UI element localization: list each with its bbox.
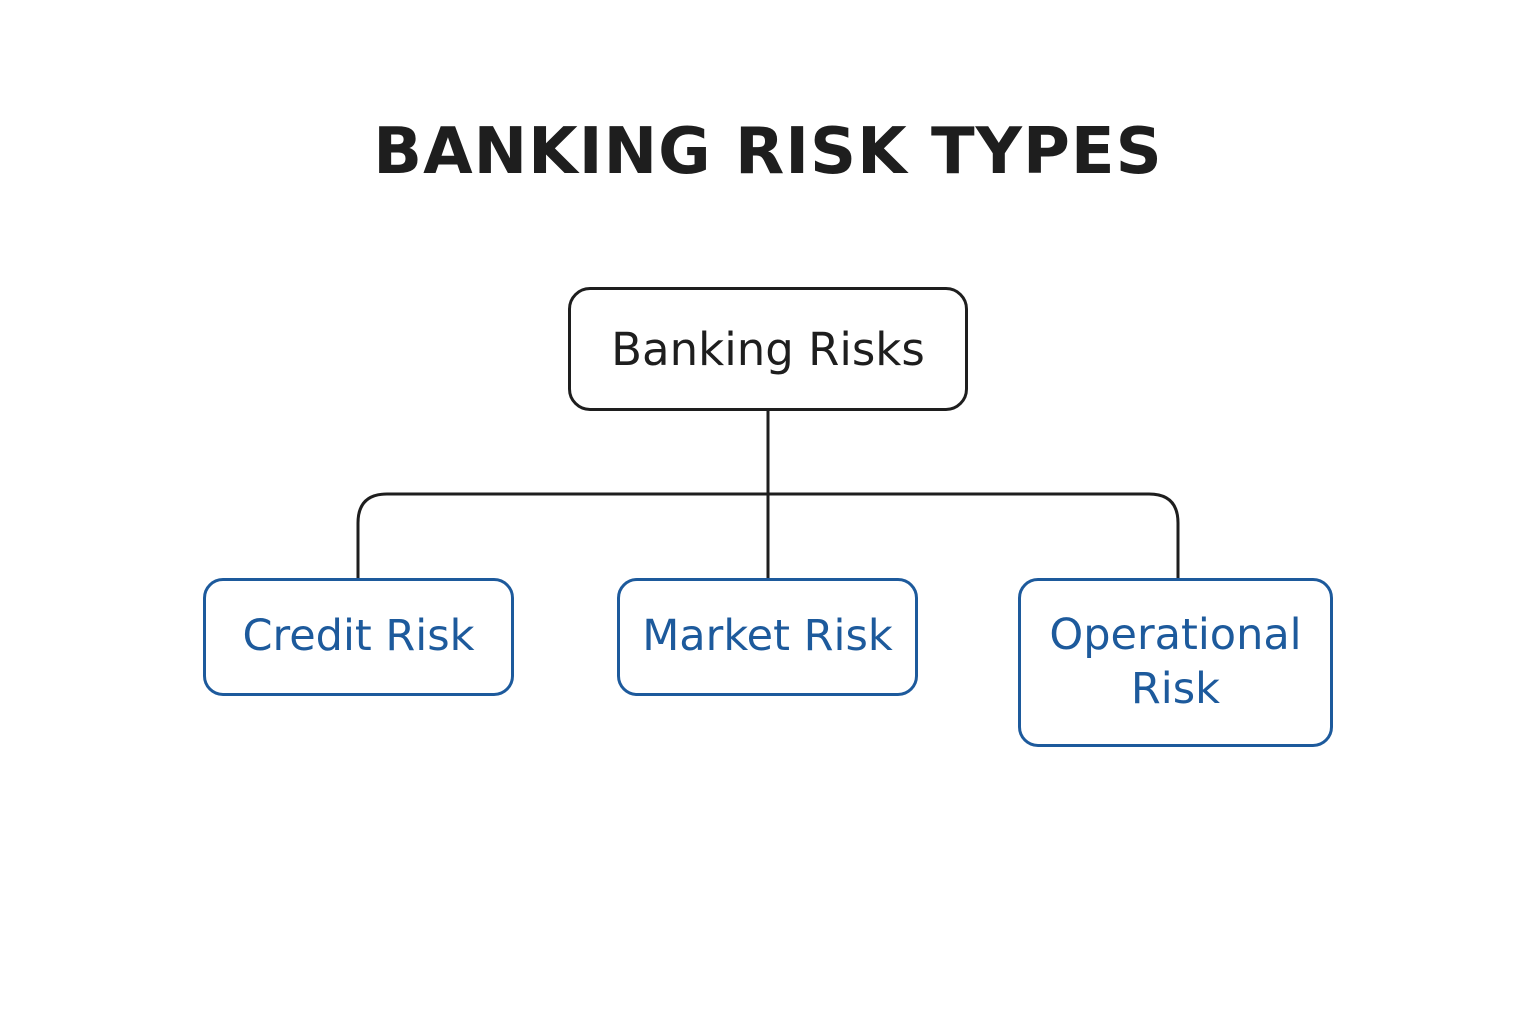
node-banking-risks: Banking Risks [568, 287, 968, 411]
node-market-risk: Market Risk [617, 578, 918, 696]
node-operational-risk: Operational Risk [1018, 578, 1333, 747]
node-credit-risk: Credit Risk [203, 578, 514, 696]
node-market-risk-label: Market Risk [642, 611, 893, 662]
diagram-title: BANKING RISK TYPES [373, 115, 1163, 189]
connector-horizontal-bus [356, 492, 1180, 578]
node-banking-risks-label: Banking Risks [611, 322, 925, 376]
node-operational-risk-label: Operational Risk [1049, 609, 1302, 714]
node-credit-risk-label: Credit Risk [242, 611, 475, 662]
